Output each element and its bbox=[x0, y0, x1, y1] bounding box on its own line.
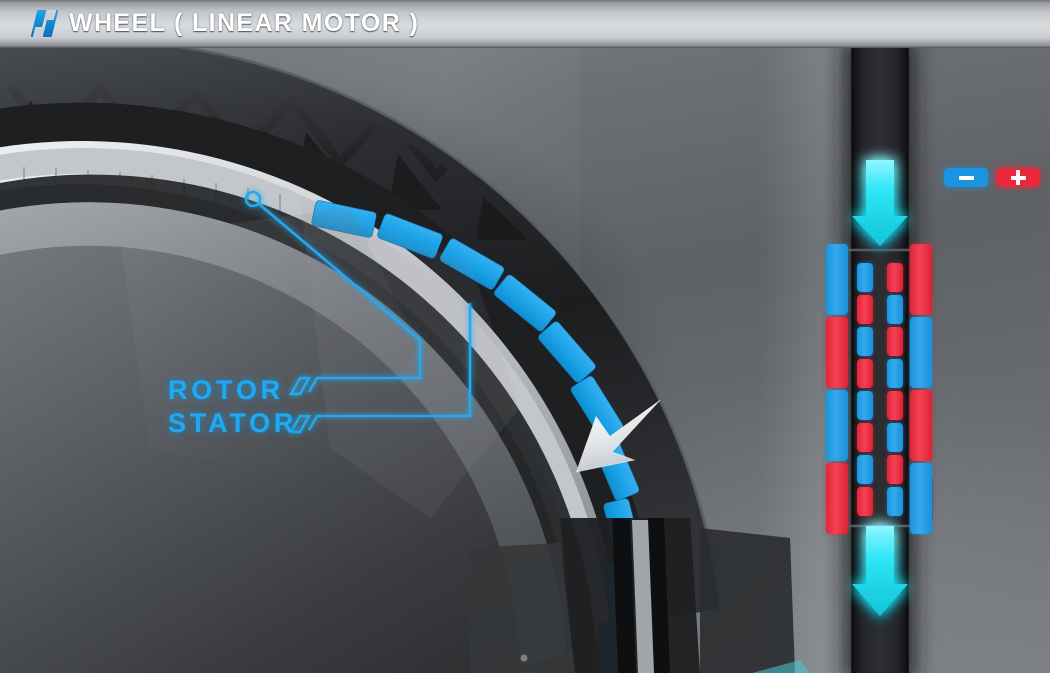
callout-label-rotor: ROTOR bbox=[168, 375, 284, 405]
page-header: WHEEL ( LINEAR MOTOR ) bbox=[0, 0, 1050, 48]
rotor-coils-left-segment bbox=[857, 455, 873, 484]
rotor-coils-right-segment bbox=[887, 391, 903, 420]
rotor-coils-left-segment bbox=[857, 391, 873, 420]
hub-ghost-panel-2 bbox=[300, 198, 520, 518]
callout-label-stator: STATOR bbox=[168, 408, 298, 438]
rotor-coils-right-segment bbox=[887, 455, 903, 484]
rim-inner-wall bbox=[0, 202, 566, 666]
page-title: WHEEL ( LINEAR MOTOR ) bbox=[69, 9, 420, 37]
hyundai-slash-logo-icon bbox=[30, 10, 59, 37]
wheel-fork-assembly bbox=[470, 518, 795, 673]
rotor-coils-left-segment bbox=[857, 327, 873, 356]
callout-leader-lines bbox=[244, 190, 472, 431]
rotor-coils-right-segment bbox=[887, 295, 903, 324]
track-edge bbox=[851, 48, 909, 673]
rotor-coils-left-segment bbox=[857, 423, 873, 452]
rotor-coils-right-segment bbox=[887, 263, 903, 292]
tire-outer-ring bbox=[0, 48, 722, 620]
bottom-cyan-accent bbox=[662, 660, 810, 673]
stator-magnets-right-segment bbox=[910, 390, 932, 461]
rotor-coils-right-segment bbox=[887, 359, 903, 388]
rotor-coils-left-segment bbox=[857, 487, 873, 516]
stator-magnets-left-segment bbox=[826, 317, 848, 388]
stator-magnets-left-segment bbox=[826, 244, 848, 315]
tire-inner-band bbox=[0, 102, 660, 634]
minus-icon bbox=[958, 175, 974, 180]
rotor-coils-left-segment bbox=[857, 359, 873, 388]
diagram-scene: ROTOR STATOR bbox=[0, 48, 1050, 673]
rotor-coils-left-segment bbox=[857, 295, 873, 324]
rotation-direction-arrow bbox=[575, 399, 661, 473]
rotor-coils-right-segment bbox=[887, 327, 903, 356]
stator-magnets-left-segment bbox=[826, 390, 848, 461]
stator-magnets-left-segment bbox=[826, 463, 848, 534]
stator-magnets-right-segment bbox=[910, 317, 932, 388]
callout-tick-marks bbox=[288, 376, 312, 434]
plus-icon-vertical bbox=[1016, 170, 1020, 185]
flow-arrow-bottom-icon bbox=[852, 526, 908, 616]
legend-badge-negative[interactable] bbox=[944, 168, 988, 187]
wheel-illustration bbox=[0, 48, 810, 673]
stator-magnets-right-segment bbox=[910, 463, 932, 534]
rotor-coils-right-segment bbox=[887, 423, 903, 452]
flow-arrow-top-icon bbox=[852, 160, 908, 246]
rotor-coils-left-segment bbox=[857, 263, 873, 292]
legend-badge-positive[interactable] bbox=[996, 168, 1040, 187]
rotor-coils-right-segment bbox=[887, 487, 903, 516]
stator-magnets-right-segment bbox=[910, 244, 932, 315]
